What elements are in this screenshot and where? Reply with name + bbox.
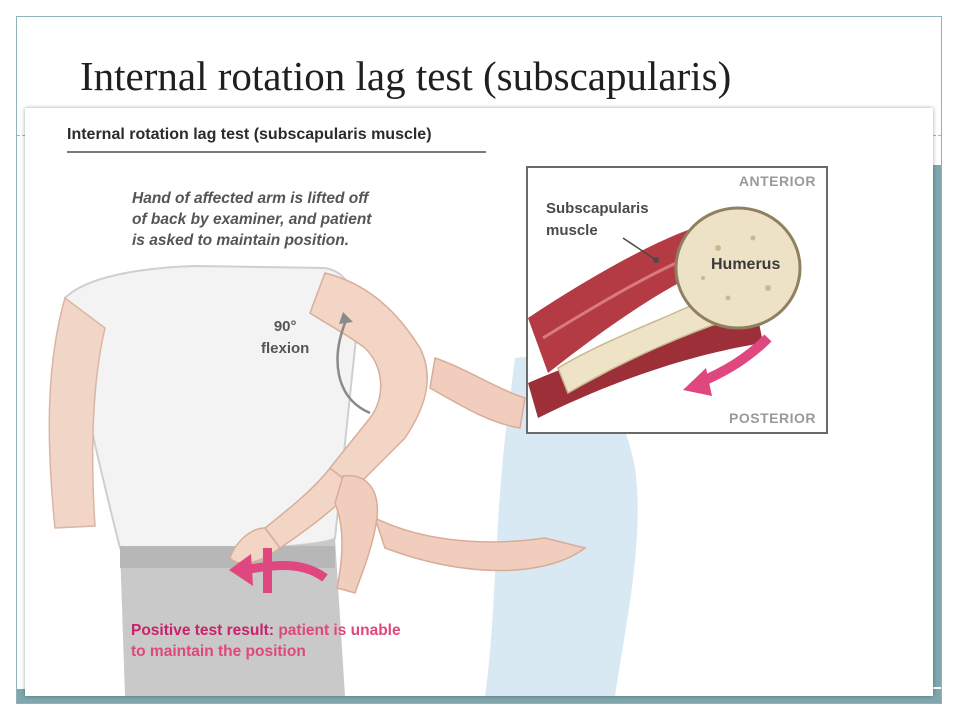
figure-title-underline: [67, 151, 486, 153]
instruction-line: of back by examiner, and patient: [132, 211, 372, 228]
flexion-label: 90° flexion: [261, 316, 309, 360]
anterior-label: ANTERIOR: [738, 173, 816, 189]
patient-torso: [63, 264, 358, 551]
slide-title: Internal rotation lag test (subscapulari…: [80, 53, 732, 99]
humerus-label: Humerus: [711, 256, 781, 273]
result-arrow-stem: [263, 548, 272, 593]
examiner-upper-arm: [429, 357, 526, 429]
posterior-label: POSTERIOR: [729, 410, 816, 426]
humerus-texture: [725, 295, 731, 301]
subscapularis-label: Subscapularis muscle: [546, 198, 649, 242]
result-arrow: [244, 560, 328, 582]
instruction-text: Hand of affected arm is lifted off of ba…: [132, 188, 432, 251]
examiner-lower-arm: [373, 516, 587, 572]
result-arrow-head: [229, 554, 253, 586]
subscapularis-label-line: Subscapularis: [546, 200, 649, 217]
humerus-texture: [765, 285, 771, 291]
inset-illustration: [528, 206, 802, 418]
instruction-line: Hand of affected arm is lifted off: [132, 190, 369, 207]
humerus-head: [674, 206, 802, 330]
muscle-band-lower: [528, 318, 763, 418]
exam-illustration: [48, 264, 638, 696]
patient-left-arm: [48, 296, 106, 529]
muscle-leader-line: [622, 237, 657, 261]
figure-title: Internal rotation lag test (subscapulari…: [67, 126, 432, 143]
flexion-word: flexion: [261, 340, 310, 357]
result-line-2: to maintain the position: [131, 643, 306, 660]
flexion-arrow-head: [339, 312, 353, 324]
figure-panel: Internal rotation lag test (subscapulari…: [25, 108, 933, 696]
patient-pants: [120, 538, 345, 696]
flexion-degrees: 90°: [273, 318, 297, 335]
humerus-texture: [715, 245, 721, 251]
instruction-line: is asked to maintain position.: [132, 232, 350, 249]
patient-flexed-arm: [309, 272, 428, 490]
examiner-hand: [334, 474, 379, 594]
result-line-1: Positive test result: patient is unable: [131, 620, 491, 641]
anatomy-inset: ANTERIOR POSTERIOR Subscapularis muscle …: [526, 166, 828, 434]
humerus-texture: [701, 276, 705, 280]
muscle-leader-dot: [653, 257, 659, 263]
examiner-body: [485, 356, 638, 696]
slide-side-band: [931, 165, 941, 687]
subscapularis-label-line: muscle: [546, 222, 598, 239]
posterior-arrow-head: [683, 368, 712, 396]
positive-result-caption: Positive test result: patient is unable …: [131, 620, 491, 662]
result-text: patient is unable: [278, 622, 401, 639]
humerus-texture: [750, 235, 756, 241]
flexion-arrow: [336, 317, 371, 415]
result-label: Positive test result:: [131, 622, 274, 639]
